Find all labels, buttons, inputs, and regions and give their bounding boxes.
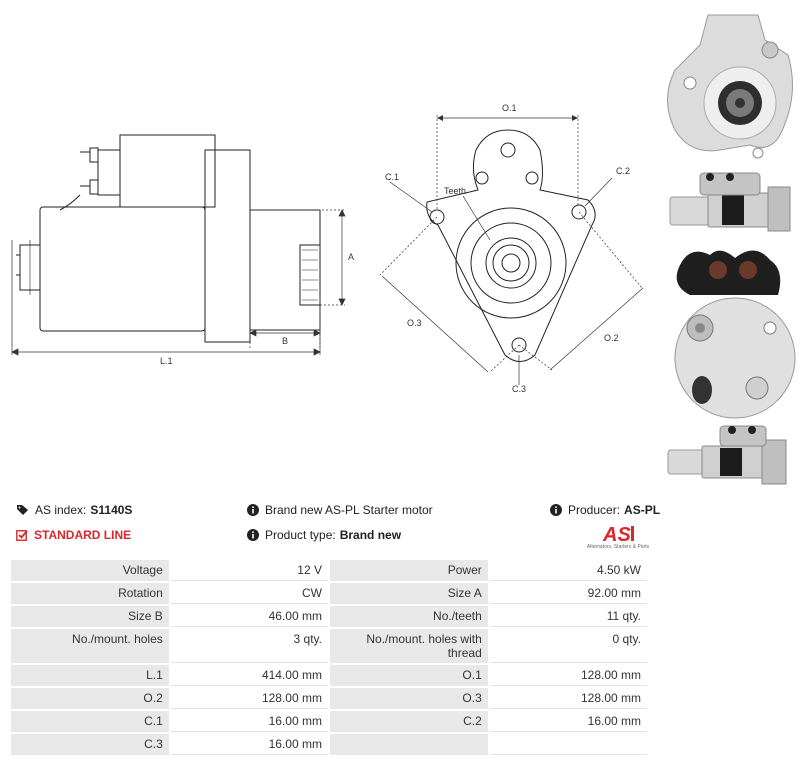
dim-label-o2: O.2 xyxy=(604,333,619,343)
spec-label: No./mount. holes with thread xyxy=(329,629,488,663)
spec-value: 414.00 mm xyxy=(170,665,328,686)
as-index: AS index: S1140S xyxy=(16,503,132,517)
as-index-value: S1140S xyxy=(90,503,133,517)
spec-value: 4.50 kW xyxy=(489,560,647,581)
spec-value: 0 qty. xyxy=(489,629,647,663)
spec-label: No./mount. holes xyxy=(11,629,169,663)
dim-label-teeth: Teeth xyxy=(444,186,466,196)
product-type: Product type: Brand new xyxy=(247,528,401,542)
spec-label: O.3 xyxy=(329,688,488,709)
dim-label-l1: L.1 xyxy=(160,356,173,366)
as-logo-mark: AS xyxy=(602,524,634,546)
spec-value: 128.00 mm xyxy=(170,688,328,709)
spec-value: 46.00 mm xyxy=(170,606,328,627)
spec-value: 16.00 mm xyxy=(489,711,647,732)
product-type-value: Brand new xyxy=(339,528,402,542)
spec-label xyxy=(329,734,488,755)
side-view-outline xyxy=(16,134,321,343)
spec-label: Rotation xyxy=(11,583,169,604)
spec-value: 12 V xyxy=(170,560,328,581)
dim-label-b: B xyxy=(282,336,288,346)
spec-label: Size A xyxy=(329,583,488,604)
producer-value: AS-PL xyxy=(624,503,661,517)
spec-value: 16.00 mm xyxy=(170,734,328,755)
spec-label: L.1 xyxy=(11,665,169,686)
as-index-label: AS index: xyxy=(35,503,87,517)
checkbox-checked-icon xyxy=(16,530,28,541)
spec-label: Size B xyxy=(11,606,169,627)
technical-drawing: L.1 A B O.1 O.2 O.3 C.1 C.2 C.3 Teeth xyxy=(11,103,644,394)
spec-label: O.1 xyxy=(329,665,488,686)
spec-value: 16.00 mm xyxy=(170,711,328,732)
spec-label: No./teeth xyxy=(329,606,488,627)
spec-value xyxy=(489,734,647,755)
spec-label: Power xyxy=(329,560,488,581)
spec-label: C.2 xyxy=(329,711,488,732)
info-icon xyxy=(247,504,259,516)
spec-label: O.2 xyxy=(11,688,169,709)
info-icon xyxy=(247,529,259,541)
spec-value: 92.00 mm xyxy=(489,583,647,604)
as-logo-text: AS xyxy=(602,524,631,544)
logo-tagline: Alternators, Starters & Parts xyxy=(586,544,650,550)
spec-label: Voltage xyxy=(11,560,169,581)
info-icon xyxy=(550,504,562,516)
tag-icon xyxy=(17,505,28,515)
side-view-photo[interactable] xyxy=(660,165,800,237)
rear-view-photo[interactable] xyxy=(660,240,800,420)
spec-value: 128.00 mm xyxy=(489,665,647,686)
spec-value: 3 qty. xyxy=(170,629,328,663)
as-pl-logo: AS Alternators, Starters & Parts xyxy=(585,522,651,554)
dim-label-c2: C.2 xyxy=(616,166,630,176)
product-type-label: Product type: xyxy=(265,528,336,542)
producer-label: Producer: xyxy=(568,503,621,517)
dim-label-a: A xyxy=(348,252,354,262)
dim-label-o3: O.3 xyxy=(407,318,422,328)
spec-label: C.1 xyxy=(11,711,169,732)
front-view-outline xyxy=(426,129,596,362)
spec-value: CW xyxy=(170,583,328,604)
side-view-dimensions xyxy=(11,209,346,356)
spec-label: C.3 xyxy=(11,734,169,755)
product-info: AS index: S1140S STANDARD LINE Brand new… xyxy=(14,503,660,555)
dim-label-c3: C.3 xyxy=(512,384,526,394)
producer: Producer: AS-PL xyxy=(550,503,660,517)
standard-line-label: STANDARD LINE xyxy=(34,528,132,542)
dim-label-o1: O.1 xyxy=(502,103,517,113)
description: Brand new AS-PL Starter motor xyxy=(247,503,433,517)
side-view-small-photo[interactable] xyxy=(660,420,800,490)
spec-value: 11 qty. xyxy=(489,606,647,627)
front-view-photo[interactable] xyxy=(660,5,800,160)
product-photos xyxy=(660,0,800,490)
spec-value: 128.00 mm xyxy=(489,688,647,709)
dim-label-c1: C.1 xyxy=(385,172,399,182)
description-text: Brand new AS-PL Starter motor xyxy=(265,503,433,517)
standard-line: STANDARD LINE xyxy=(16,528,131,542)
front-view-dimensions xyxy=(379,115,644,385)
